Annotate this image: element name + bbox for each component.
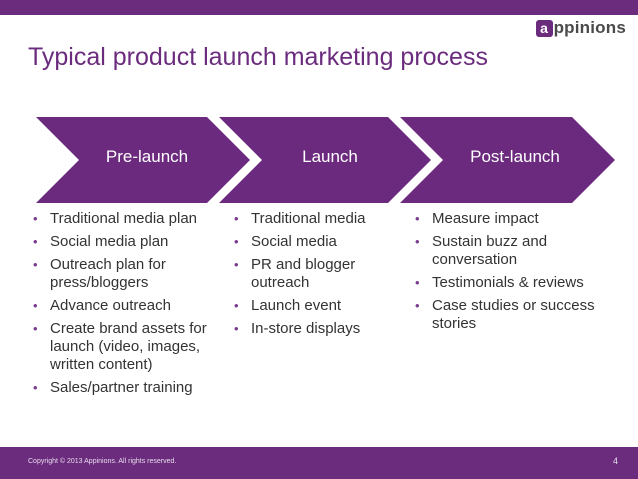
chevron-pre-launch xyxy=(36,117,250,203)
list-item: •Traditional media plan xyxy=(33,210,198,227)
pre-launch-list: •Traditional media plan •Social media pl… xyxy=(33,210,218,402)
list-item: •Sustain buzz and conversation xyxy=(415,233,548,268)
post-launch-list: •Measure impact •Sustain buzz and conver… xyxy=(415,210,610,338)
bullet-icon: • xyxy=(234,211,239,226)
page-number: 4 xyxy=(612,456,618,466)
list-item: •Measure impact xyxy=(415,210,539,227)
list-item: •Social media plan xyxy=(33,233,169,250)
logo-mark: a xyxy=(535,19,553,37)
list-item: •Outreach plan for press/bloggers xyxy=(33,256,166,291)
bullet-icon: • xyxy=(415,275,420,290)
chevron-launch xyxy=(219,117,431,203)
bullet-icon: • xyxy=(234,234,239,249)
top-bar xyxy=(0,0,638,15)
phase-label-pre-launch: Pre-launch xyxy=(105,147,189,166)
bullet-icon: • xyxy=(33,321,38,336)
list-item: •In-store displays xyxy=(234,320,361,337)
bullet-icon: • xyxy=(33,211,38,226)
bullet-icon: • xyxy=(234,321,239,336)
bullet-icon: • xyxy=(415,234,420,249)
chevron-post-launch xyxy=(400,117,615,203)
phase-chevrons xyxy=(36,117,615,203)
footer-bar xyxy=(0,447,638,479)
launch-list: •Traditional media •Social media •PR and… xyxy=(234,210,399,343)
bullet-icon: • xyxy=(33,234,38,249)
list-item: •Advance outreach xyxy=(33,297,171,314)
copyright-text: Copyright © 2013 Appinions. All rights r… xyxy=(28,458,177,465)
phase-label-launch: Launch xyxy=(302,147,358,166)
list-item: •Launch event xyxy=(234,297,342,314)
bullet-icon: • xyxy=(33,380,38,395)
bullet-icon: • xyxy=(33,257,38,272)
list-item: •Testimonials & reviews xyxy=(415,274,584,291)
list-item: •Social media xyxy=(234,233,337,250)
list-item: •Create brand assets for launch (video, … xyxy=(33,320,207,373)
phase-label-post-launch: Post-launch xyxy=(470,147,560,166)
bullet-icon: • xyxy=(415,298,420,313)
logo-text: ppinions xyxy=(553,18,626,37)
bullet-icon: • xyxy=(234,298,239,313)
appinions-logo: a ppinions xyxy=(535,18,626,38)
list-item: •Case studies or success stories xyxy=(415,297,595,332)
slide-title: Typical product launch marketing process xyxy=(28,43,488,71)
bullet-icon: • xyxy=(415,211,420,226)
bullet-icon: • xyxy=(234,257,239,272)
list-item: •Sales/partner training xyxy=(33,379,193,396)
list-item: •Traditional media xyxy=(234,210,366,227)
list-item: •PR and blogger outreach xyxy=(234,256,356,291)
bullet-icon: • xyxy=(33,298,38,313)
